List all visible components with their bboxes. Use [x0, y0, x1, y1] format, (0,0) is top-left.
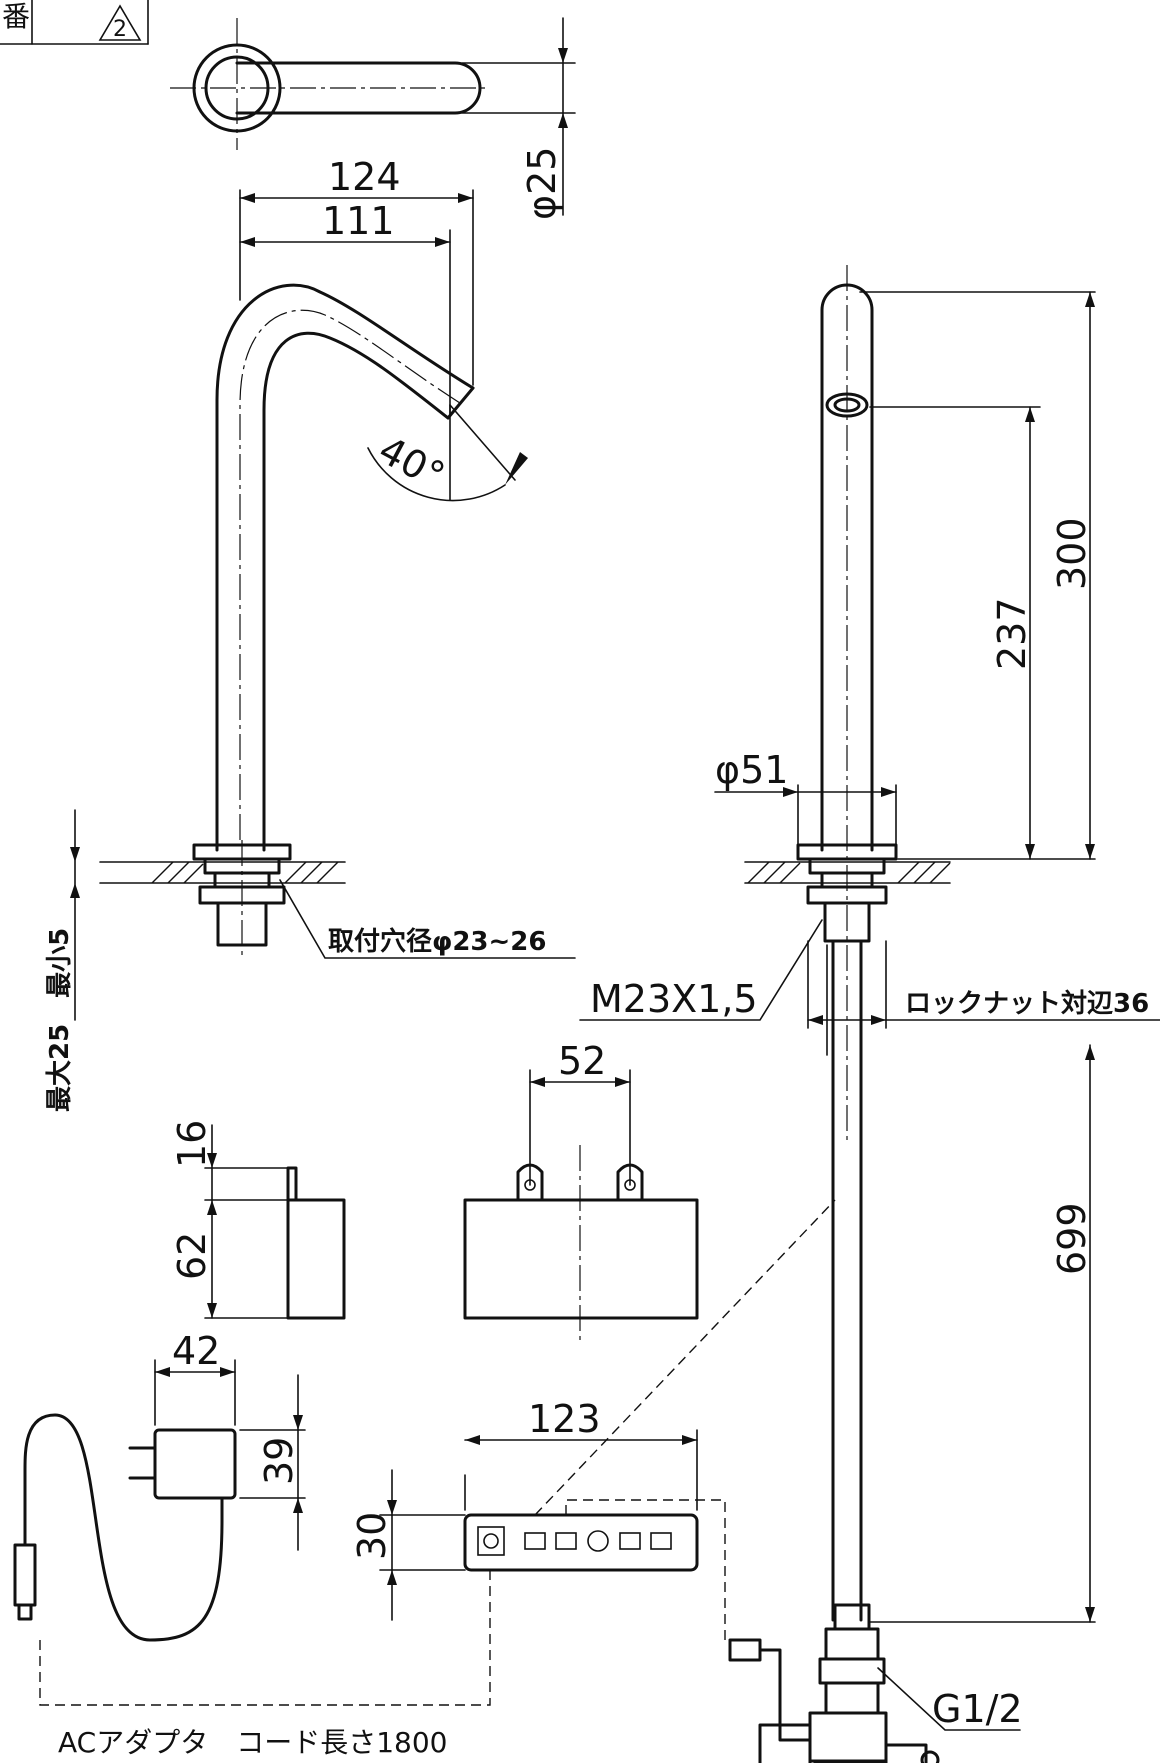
spout-top-view: φ25 [170, 17, 576, 220]
control-width-label: 52 [558, 1039, 606, 1083]
control-box-top-view: 123 30 [39, 1199, 836, 1706]
control-depth-label: 62 [170, 1232, 214, 1280]
revision-block: 番 2 [0, 0, 149, 45]
faucet-front-view: 300 237 φ51 M23X1,5 ロックナット対辺36 [579, 265, 1160, 1763]
sensor-height-label: 237 [990, 597, 1034, 670]
control-box-front-view: 52 [463, 1039, 699, 1340]
revision-triangle-icon [98, 4, 142, 41]
adapter-width-label: 42 [172, 1329, 220, 1373]
spout-side-view: 124 111 40° 最大25 最小5 取付穴径φ23~26 [45, 155, 576, 1112]
control-depth-top-label: 16 [170, 1120, 214, 1168]
title-char: 番 [2, 0, 30, 33]
thread-label: M23X1,5 [590, 977, 758, 1021]
hose-length-label: 699 [1050, 1202, 1094, 1275]
spout-angle-label: 40° [372, 428, 452, 498]
adapter-height-label: 39 [257, 1437, 301, 1485]
connection-callout: G1/2 [877, 1667, 1023, 1731]
control-box-side-view: 16 62 [170, 1120, 346, 1320]
mount-hole-label: 取付穴径φ23~26 [328, 927, 547, 957]
connection-label: G1/2 [932, 1687, 1023, 1731]
ac-adapter: 42 39 ACアダプタ コード長さ1800 [13, 1329, 447, 1759]
control-length-label: 123 [528, 1397, 601, 1441]
control-height-label: 30 [350, 1512, 394, 1560]
revision-number: 2 [113, 17, 127, 42]
total-height-label: 300 [1050, 517, 1094, 590]
deck-thickness-label: 最大25 最小5 [45, 928, 75, 1112]
spout-reach-label: 111 [322, 199, 395, 243]
spout-diameter-label: φ25 [520, 147, 564, 220]
spout-reach-total-label: 124 [328, 155, 401, 199]
base-diameter-label: φ51 [715, 748, 788, 792]
locknut-label: ロックナット対辺36 [905, 989, 1149, 1019]
adapter-note-label: ACアダプタ コード長さ1800 [58, 1726, 447, 1759]
